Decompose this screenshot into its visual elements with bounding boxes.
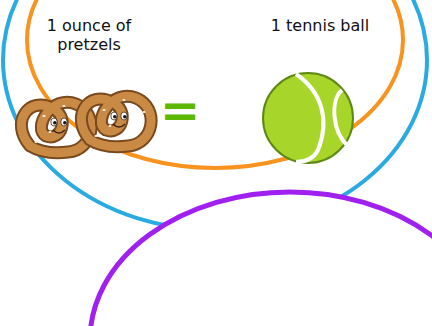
- equals-sign: =: [150, 86, 210, 134]
- blue-circle: [3, 0, 427, 230]
- quantity-label: 1 ounce of pretzels: [33, 16, 145, 54]
- quantity-label: 1 tennis ball: [270, 16, 370, 35]
- tennis-ball-picture: [263, 73, 353, 163]
- pretzel-picture: [81, 96, 151, 147]
- purple-circle: [90, 192, 432, 326]
- comparison-bubble: 1 ounce of pretzels= 1 tennis ball: [25, 0, 405, 170]
